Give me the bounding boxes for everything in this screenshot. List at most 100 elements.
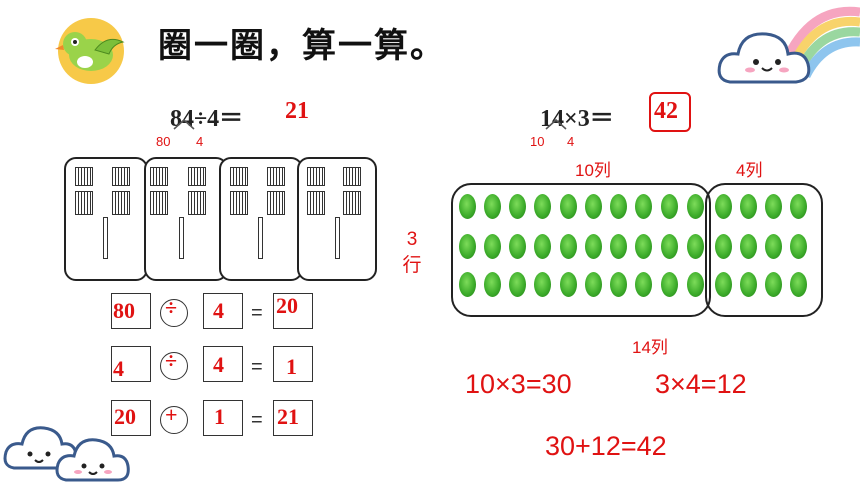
cloud-icon	[0, 410, 140, 484]
dot	[509, 194, 526, 219]
operand-box	[111, 293, 151, 329]
multiplication-equation: 14×3＝	[540, 98, 614, 133]
operator: ×	[564, 106, 578, 132]
dot	[610, 234, 627, 259]
split-caret	[173, 118, 195, 130]
label-14-columns: 14列	[632, 338, 668, 357]
partial-product-1: 10×3=30	[465, 369, 572, 399]
step-result: 21	[277, 404, 299, 429]
dot	[790, 272, 807, 297]
label-10-columns: 10列	[575, 161, 611, 180]
step-operator: ÷	[165, 295, 178, 320]
step-operator: ÷	[165, 348, 178, 373]
dot	[715, 234, 732, 259]
dot	[635, 272, 652, 297]
split-caret	[545, 118, 567, 130]
dot	[635, 194, 652, 219]
split-part-10: 10	[530, 134, 545, 149]
dot	[687, 194, 704, 219]
group-box	[219, 157, 303, 281]
dot	[585, 234, 602, 259]
page-title: 圈一圈，算一算。	[158, 26, 446, 66]
dot	[765, 234, 782, 259]
factor-a: 14	[540, 106, 564, 132]
group-box	[64, 157, 148, 281]
step-value: 80	[113, 298, 135, 323]
dot	[765, 194, 782, 219]
dots-group-4	[705, 183, 823, 317]
step-value: 1	[214, 404, 225, 429]
bundle-of-ten	[150, 167, 168, 215]
dot	[459, 272, 476, 297]
equals-sign: ＝	[219, 106, 244, 132]
dividend: 84	[170, 106, 194, 132]
dot	[484, 272, 501, 297]
equals-sign: =	[251, 356, 263, 378]
group-box	[144, 157, 228, 281]
dot	[661, 194, 678, 219]
equals-sign: =	[251, 409, 263, 431]
bundle-of-ten	[112, 167, 130, 215]
dot	[635, 234, 652, 259]
step-value: 4	[113, 356, 124, 381]
bundle-of-ten	[307, 167, 325, 215]
operand-box	[203, 293, 243, 329]
dot	[790, 234, 807, 259]
result-box	[273, 346, 313, 382]
equals-sign: ＝	[589, 106, 614, 132]
dot	[560, 234, 577, 259]
dot	[585, 272, 602, 297]
label-3-rows: 3 行	[402, 227, 422, 279]
dot	[610, 272, 627, 297]
step-value: 20	[114, 404, 136, 429]
division-equation: 84÷4＝	[170, 98, 243, 133]
dot	[534, 272, 551, 297]
dot	[740, 234, 757, 259]
dot	[790, 194, 807, 219]
rainbow-cloud-icon	[712, 0, 860, 95]
dot	[687, 234, 704, 259]
dot	[459, 234, 476, 259]
operator: ÷	[194, 106, 208, 132]
dot	[484, 234, 501, 259]
operator-circle	[160, 406, 188, 434]
dot	[509, 272, 526, 297]
sum-result: 30+12=42	[545, 431, 667, 461]
dot	[740, 194, 757, 219]
dot	[534, 194, 551, 219]
result-box	[273, 400, 313, 436]
single-stick	[258, 217, 263, 259]
result-box	[273, 293, 313, 329]
operand-box	[111, 346, 151, 382]
group-box	[297, 157, 377, 281]
step-result: 20	[276, 293, 298, 318]
partial-product-2: 3×4=12	[655, 369, 747, 399]
bundle-of-ten	[267, 167, 285, 215]
dot	[740, 272, 757, 297]
dot	[484, 194, 501, 219]
step-value: 4	[213, 352, 224, 377]
rows-number: 3	[406, 229, 418, 250]
dot	[765, 272, 782, 297]
dot	[560, 194, 577, 219]
operand-box	[203, 346, 243, 382]
bundle-of-ten	[230, 167, 248, 215]
bird-icon	[53, 14, 133, 88]
operand-box	[203, 400, 243, 436]
single-stick	[103, 217, 108, 259]
dot	[560, 272, 577, 297]
dot	[715, 272, 732, 297]
division-answer: 21	[285, 98, 309, 124]
bundle-of-ten	[343, 167, 361, 215]
dots-group-10	[451, 183, 711, 317]
dot	[715, 194, 732, 219]
equals-sign: =	[251, 302, 263, 324]
step-result: 1	[286, 354, 297, 379]
divisor: 4	[207, 106, 220, 132]
bundle-of-ten	[188, 167, 206, 215]
operator-circle	[160, 299, 188, 327]
label-4-columns: 4列	[736, 161, 763, 180]
bundle-of-ten	[75, 167, 93, 215]
answer-box	[649, 92, 691, 132]
split-part-4: 4	[567, 134, 575, 149]
